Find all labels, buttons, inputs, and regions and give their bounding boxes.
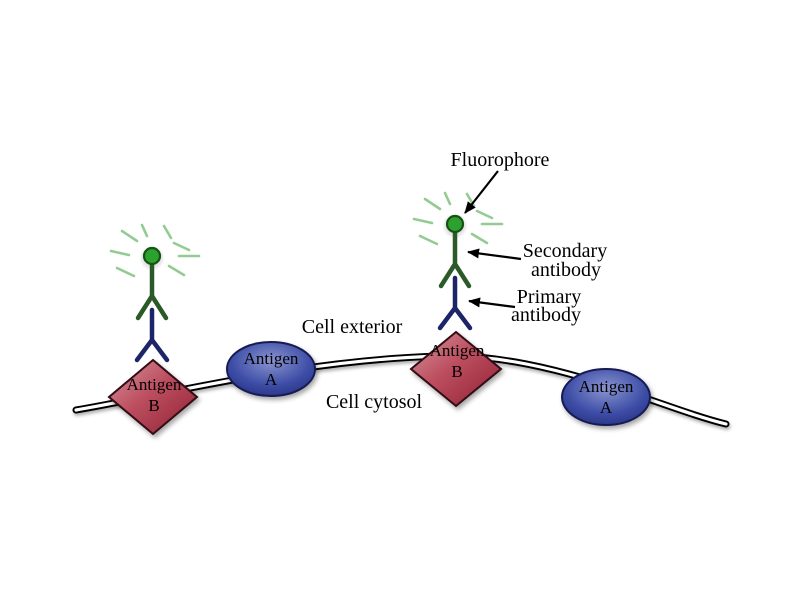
fluorophore-label: Fluorophore [451,149,550,171]
antibody-complex-right [414,193,502,328]
antigen-b-middle-label-line1: Antigen [430,341,485,360]
secondary-antibody-label-line2: antibody [531,259,601,281]
cell-cytosol-label: Cell cytosol [326,391,423,413]
antigen-a-right [561,368,651,426]
primary-antibody-label-line1: Primary [517,286,581,308]
antigen-a-left-label-line1: Antigen [244,349,299,368]
antigen-b-left-label-line1: Antigen [127,375,182,394]
secondary-antibody-arrow [467,248,522,261]
antigen-b-left [107,358,199,436]
antibody-complex-left [111,225,199,360]
primary-antibody-label-line2: antibody [511,304,581,326]
cell-exterior-label: Cell exterior [302,316,403,338]
antigen-a-right-label-line1: Antigen [579,377,634,396]
antigen-b-left-label-line2: B [148,396,159,415]
antigen-a-right-label-line2: A [600,398,613,417]
antigen-b-middle [409,330,503,408]
antigen-a-left [226,341,316,397]
secondary-antibody-label-line1: Secondary [523,240,607,262]
antigen-a-left-label-line2: A [265,370,278,389]
primary-antibody-arrow [468,297,516,309]
antigen-b-middle-label-line2: B [451,362,462,381]
fluorophore-arrow [464,170,499,214]
